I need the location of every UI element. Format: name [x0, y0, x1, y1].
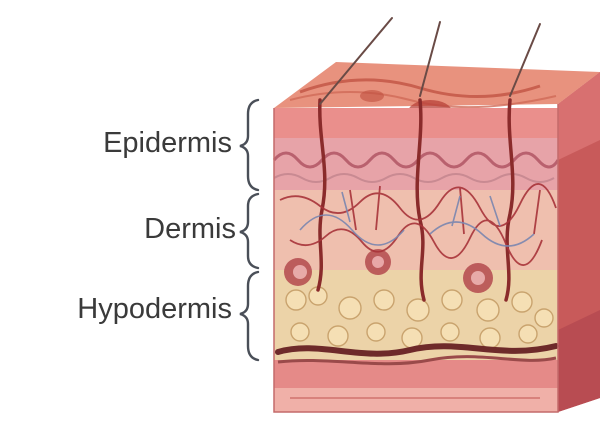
layer-brackets	[240, 100, 258, 360]
bracket-epidermis	[240, 100, 258, 190]
bracket-hypodermis	[240, 272, 258, 360]
label-hypodermis: Hypodermis	[77, 293, 232, 325]
bracket-dermis	[240, 194, 258, 268]
skin-block	[274, 18, 600, 412]
label-dermis: Dermis	[144, 213, 236, 245]
label-epidermis: Epidermis	[103, 127, 232, 159]
